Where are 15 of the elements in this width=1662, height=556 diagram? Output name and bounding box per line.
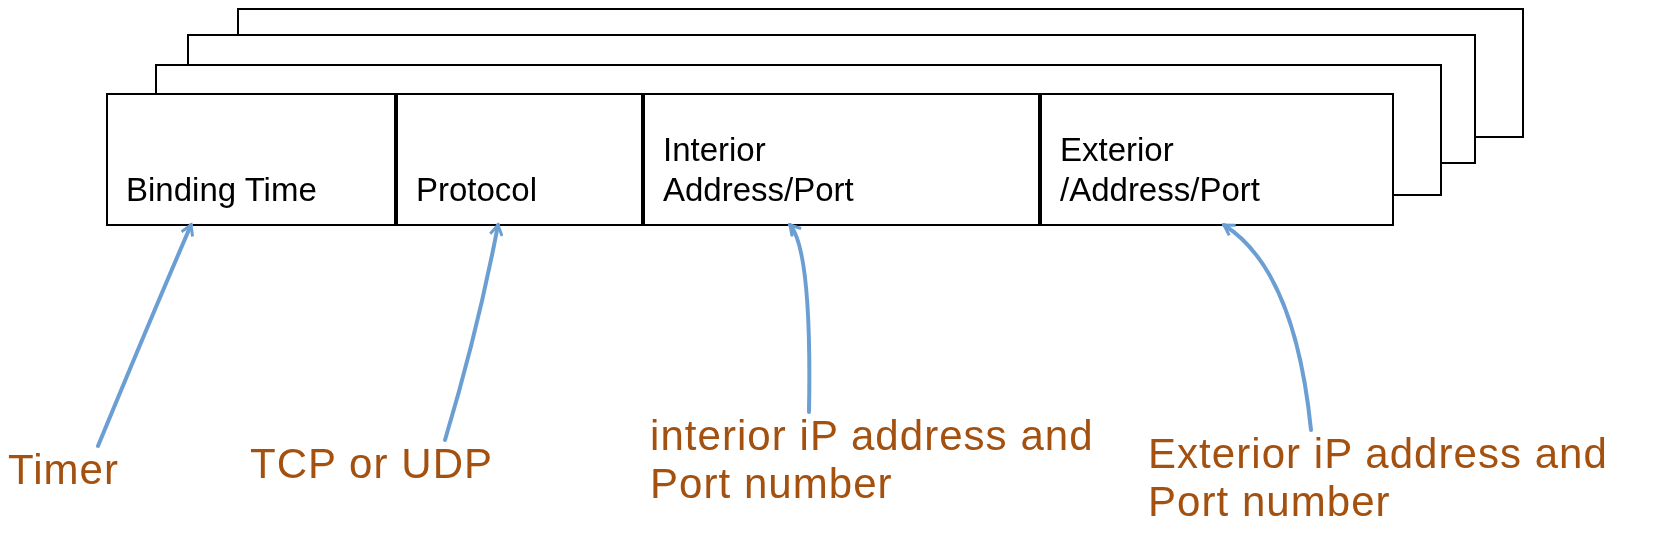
field-label: Interior Address/Port [663, 130, 855, 210]
annotation-label: Exterior iP address and Port number [1148, 430, 1608, 525]
arrow [96, 223, 195, 448]
annotation-label: TCP or UDP [250, 440, 494, 487]
stacked-record-box [237, 8, 1524, 138]
arrow [1222, 223, 1313, 432]
record-box [106, 93, 1394, 226]
field-label: Exterior /Address/Port [1060, 130, 1261, 210]
stacked-record-box [187, 34, 1476, 164]
field-label: Protocol [416, 170, 538, 210]
arrow [788, 223, 812, 414]
annotation-label: interior iP address and Port number [650, 412, 1094, 507]
arrow [443, 223, 504, 442]
annotation-label: Timer [8, 446, 119, 493]
field-label: Binding Time [126, 170, 317, 210]
